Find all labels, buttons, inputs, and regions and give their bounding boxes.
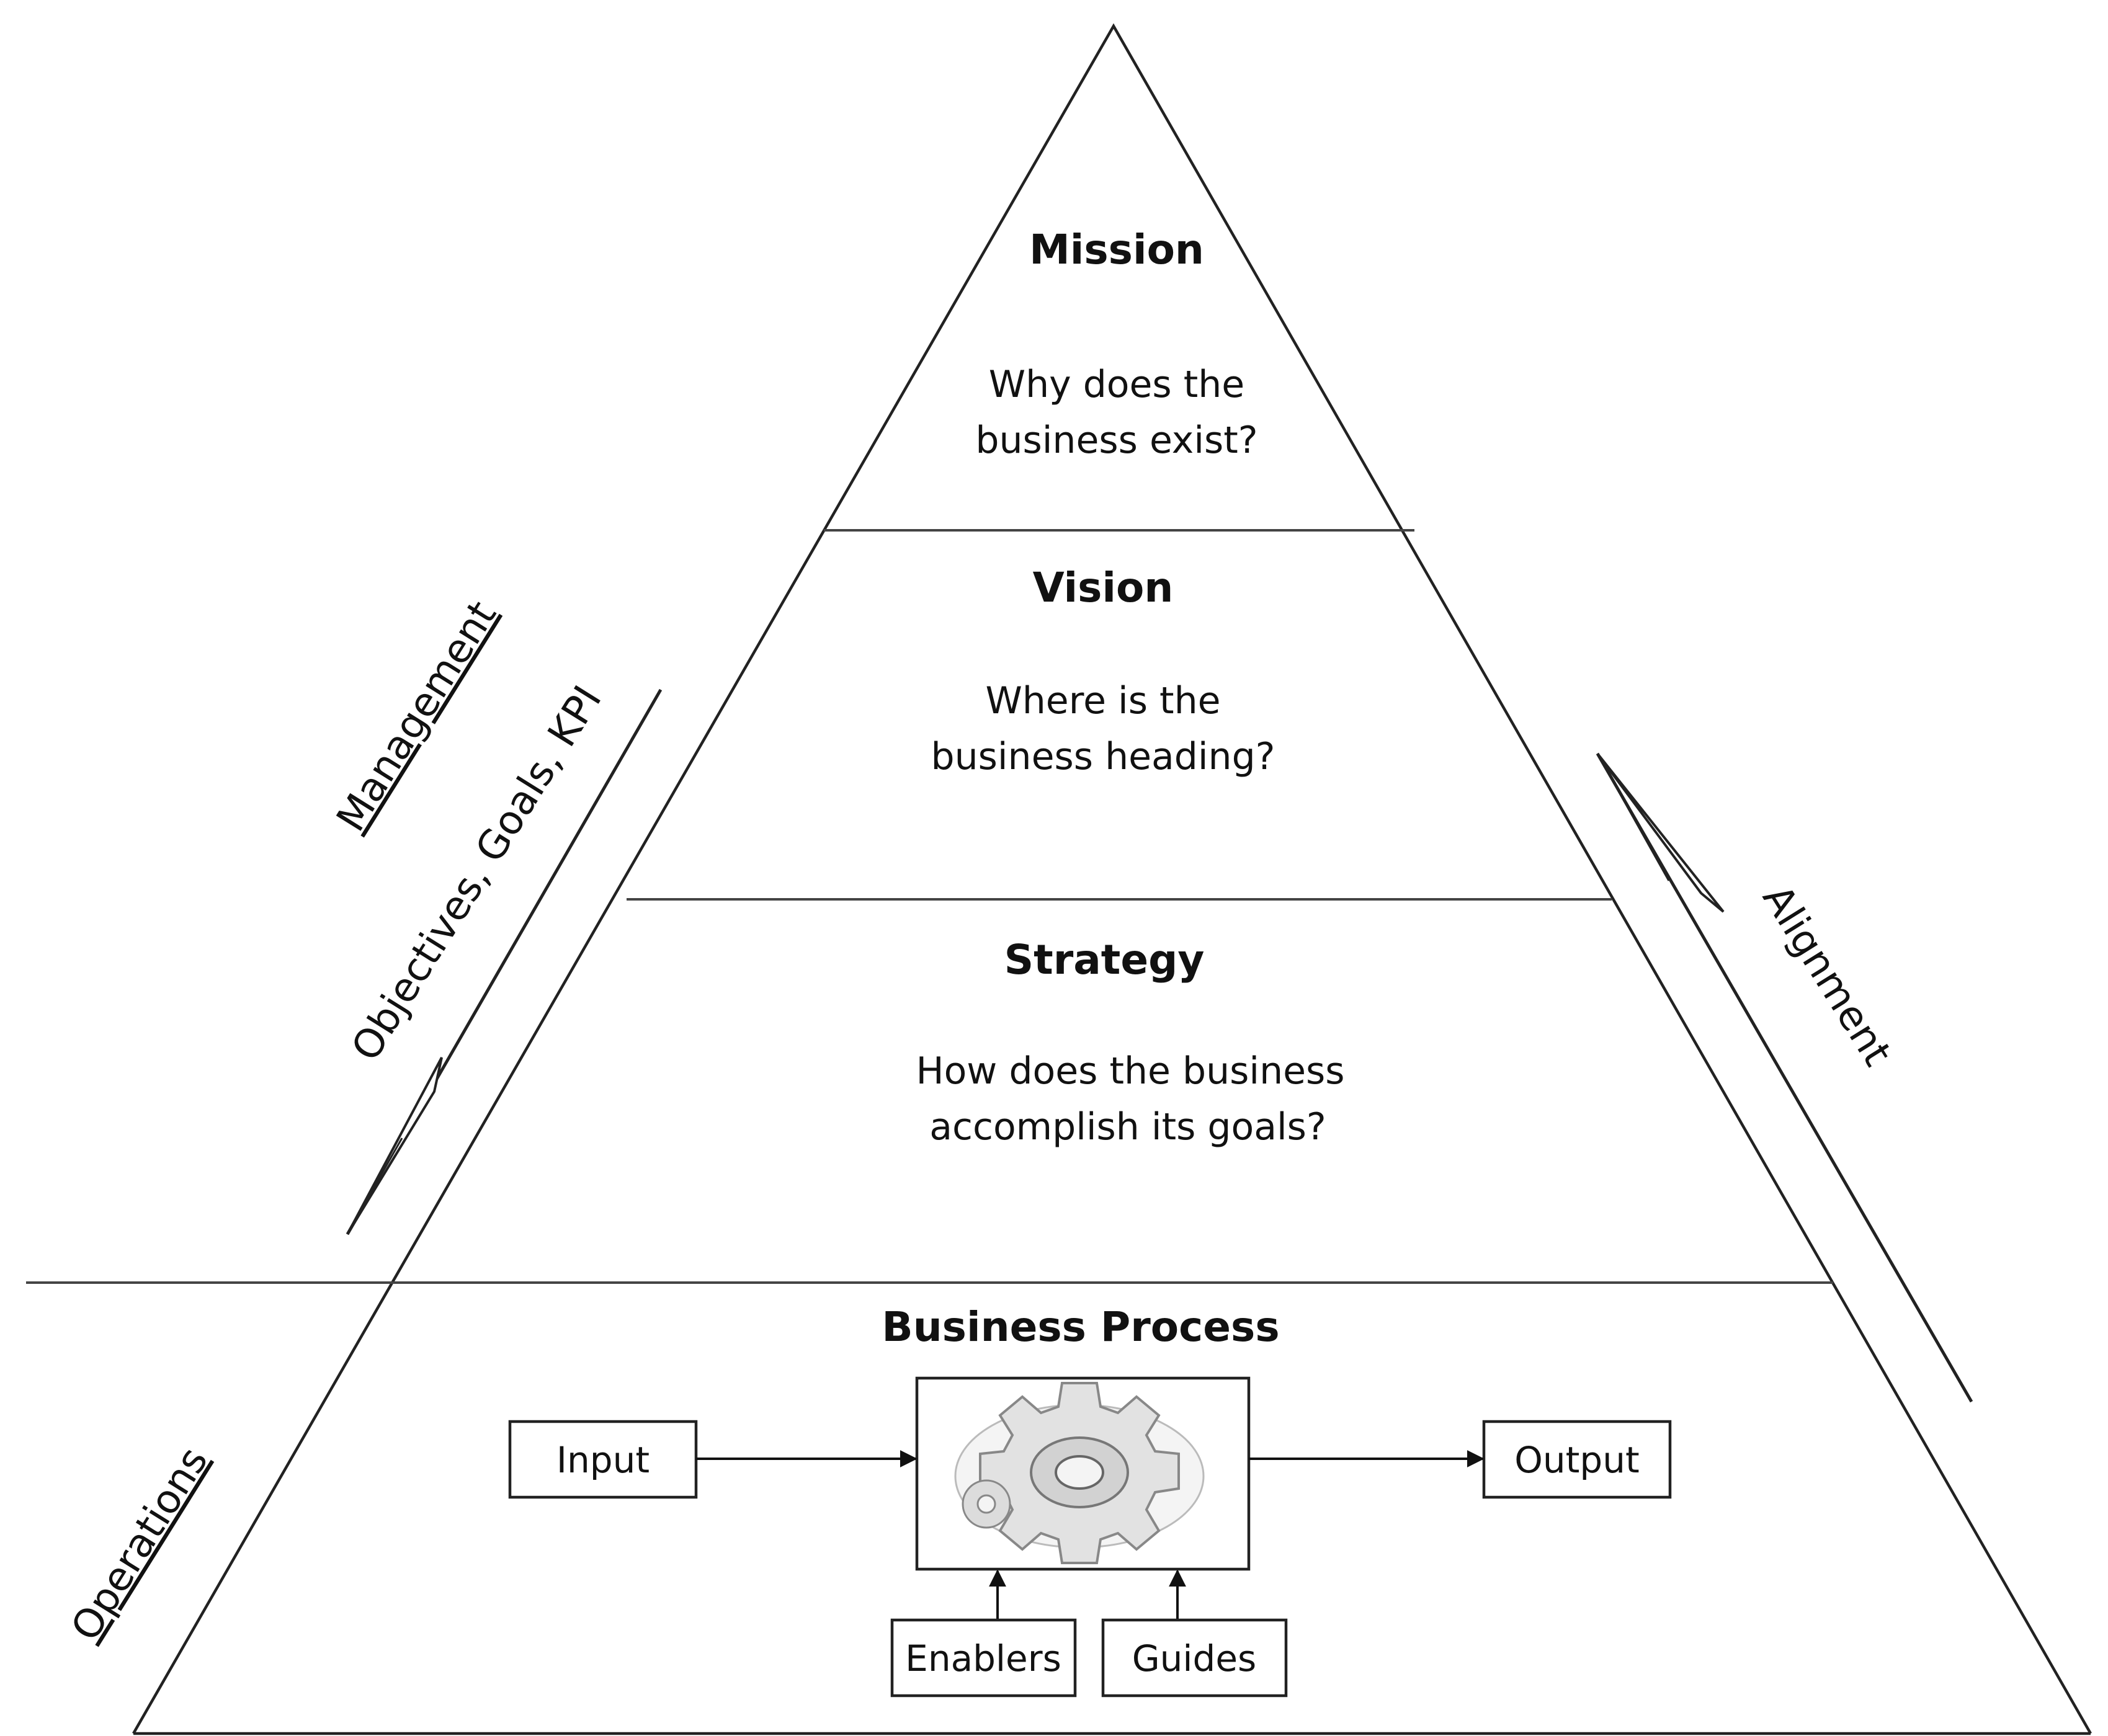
strategy-question-line1: How does the business [916,1049,1344,1093]
mission-question-line1: Why does the [989,363,1244,406]
alignment-arrow [1596,752,1973,1403]
guides-label: Guides [1132,1637,1257,1680]
management-arrow [346,688,663,1235]
vision-question-line1: Where is the [985,679,1220,723]
strategy-question-line2: accomplish its goals? [929,1105,1326,1149]
output-box [1482,1420,1672,1499]
enablers-label: Enablers [905,1637,1061,1680]
management-label: Management [328,594,506,840]
input-box [508,1420,698,1499]
strategy-title: Strategy [1004,936,1205,984]
pyramid-outline [132,23,2092,1735]
vision-question-line2: business heading? [931,735,1275,778]
enablers-box [890,1618,1077,1698]
vision-title: Vision [1033,564,1174,612]
guides-box [1101,1618,1288,1698]
input-label: Input [556,1439,650,1481]
mission-question-line2: business exist? [975,419,1257,462]
mission-title: Mission [1029,226,1204,274]
output-label: Output [1514,1439,1639,1481]
alignment-label: Alignment [1753,877,1900,1074]
business-process-title: Business Process [882,1303,1279,1351]
gear-icon [954,1382,1205,1564]
operations-label: Operations [63,1440,217,1649]
